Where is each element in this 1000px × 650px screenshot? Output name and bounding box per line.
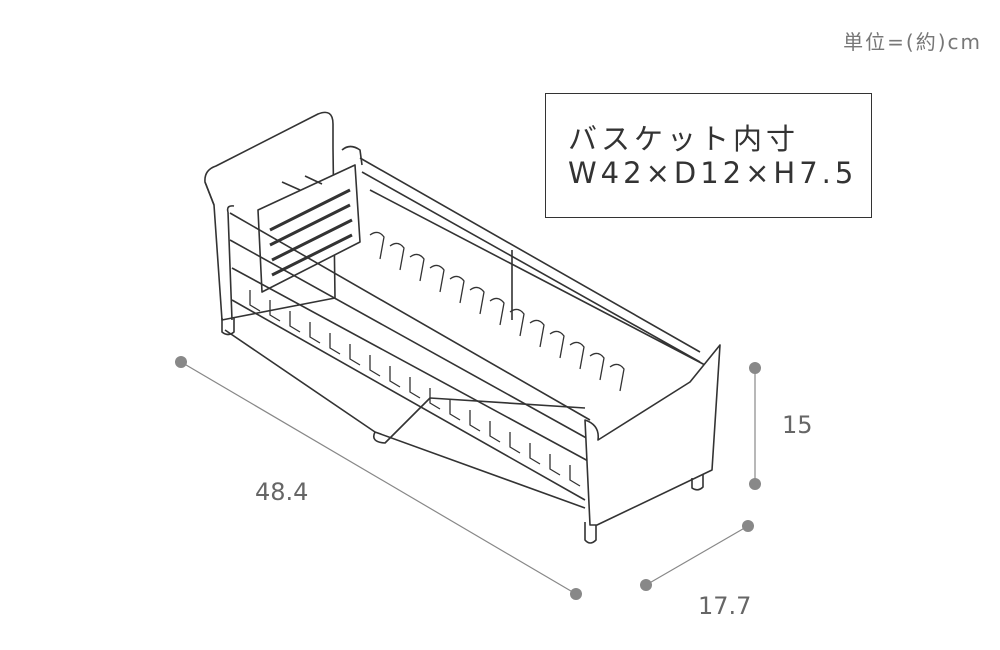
width-dimension-line [180,361,577,595]
drip-tray [224,329,586,509]
basket-spec-dimensions: W42×D12×H7.5 [568,156,858,190]
width-label: 48.4 [255,478,309,506]
basket-spec-title: バスケット内寸 [568,122,800,156]
basket-front-rail [229,212,591,501]
depth-label: 17.7 [698,592,752,620]
right-foot [584,474,704,544]
left-foot [221,318,235,336]
basket-back-rail [359,157,706,366]
unit-label: 単位=(約)cm [843,30,982,54]
height-label: 15 [782,411,813,439]
basket-inner-size-box: バスケット内寸 W42×D12×H7.5 [545,93,872,218]
dish-ribs [249,231,625,487]
depth-dimension-line [645,525,749,586]
right-end-panel [584,344,721,526]
